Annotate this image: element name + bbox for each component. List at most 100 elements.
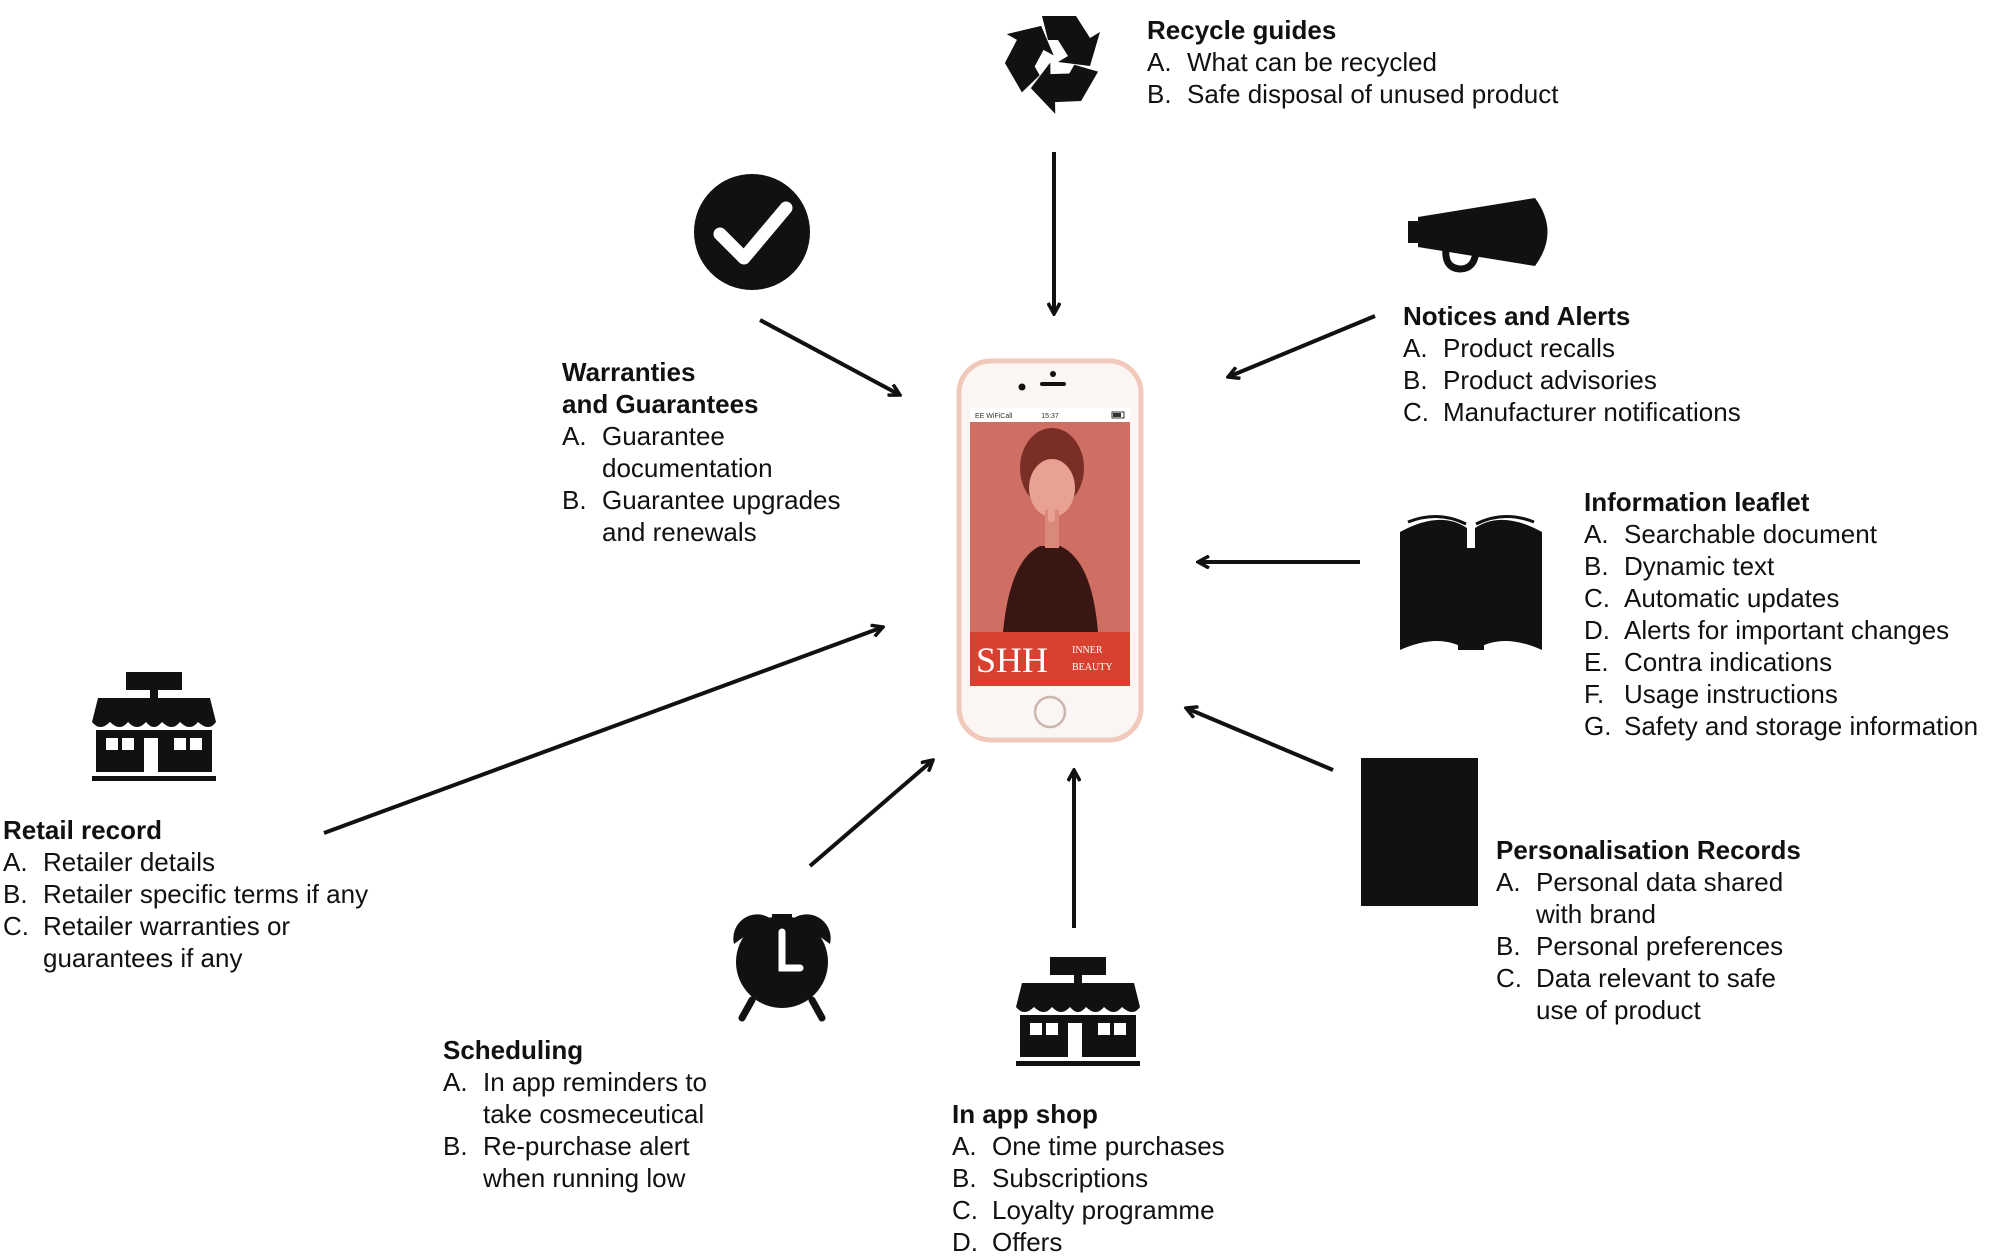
storefront-icon [1016, 957, 1140, 1066]
leaflet-title: Information leaflet [1584, 487, 1810, 517]
list-item: C.Manufacturer notifications [1403, 396, 1823, 428]
recycle-guides-block: Recycle guides A.What can be recycled B.… [1147, 14, 1667, 110]
item-letter: B. [1584, 551, 1609, 581]
personalisation-title: Personalisation Records [1496, 835, 1801, 865]
personalisation-list: A.Personal data shared with brand B.Pers… [1496, 866, 1826, 1026]
item-letter: B. [1403, 365, 1428, 395]
item-letter: A. [952, 1131, 977, 1161]
item-letter: B. [3, 879, 28, 909]
list-item: C.Automatic updates [1584, 582, 2004, 614]
item-text: Personal data shared with brand [1536, 867, 1784, 929]
list-item: A.Personal data shared with brand [1496, 866, 1826, 930]
list-item: B. Subscriptions [952, 1162, 1312, 1194]
item-letter: A. [443, 1067, 468, 1097]
item-letter: C. [1403, 397, 1429, 427]
item-letter: A. [3, 847, 28, 877]
leaflet-list: A. Searchable document B. Dynamic text C.A… [1584, 518, 2004, 742]
list-item: B.Personal preferences [1496, 930, 1826, 962]
item-letter: D. [952, 1227, 978, 1257]
list-item: A. Searchable document [1584, 518, 2004, 550]
item-text: Contra indications [1624, 647, 1833, 677]
item-letter: B. [562, 485, 587, 515]
warranties-list: A. Guarantee documentation B. Guarantee up… [562, 420, 892, 548]
scheduling-list: A. In app reminders to take cosmeceutical… [443, 1066, 763, 1194]
notices-block: Notices and Alerts A. Product recalls B. P… [1403, 300, 1823, 428]
item-letter: B. [1147, 79, 1172, 109]
list-item: A. One time purchases [952, 1130, 1312, 1162]
item-letter: A. [1584, 519, 1609, 549]
item-letter: A. [1403, 333, 1428, 363]
item-letter: D. [1584, 615, 1610, 645]
item-letter: G. [1584, 711, 1612, 741]
list-item: B. Safe disposal of unused product [1147, 78, 1667, 110]
arrow-warranties [759, 318, 900, 395]
list-item: C.Loyalty programme [952, 1194, 1312, 1226]
in-app-shop-block: In app shop A.One time purchases B.Subsc… [952, 1098, 1312, 1258]
item-text: Loyalty programme [992, 1195, 1215, 1225]
item-letter: C. [3, 911, 29, 941]
status-time: 15:37 [1041, 413, 1059, 420]
notices-title: Notices and Alerts [1403, 301, 1631, 331]
item-text: Dynamic text [1624, 551, 1775, 581]
item-text: Retailer warranties or guarantees if any [43, 911, 291, 973]
item-text: In app reminders to take cosmeceutical [483, 1067, 708, 1129]
list-item: A. Retailer details [3, 846, 403, 878]
list-item: C. Data relevant to safe use of product [1496, 962, 1826, 1026]
item-letter: A. [1147, 47, 1172, 77]
alarm-clock-icon [733, 914, 831, 1022]
recycle-icon [1004, 16, 1100, 114]
item-text: Guarantee upgrades and renewals [602, 485, 841, 547]
retail-record-title: Retail record [3, 815, 162, 845]
item-letter: E. [1584, 647, 1609, 677]
list-item: B. Dynamic text [1584, 550, 2004, 582]
list-item: B.Re-purchase alert when running low [443, 1130, 763, 1194]
item-text: Subscriptions [992, 1163, 1149, 1193]
item-letter: F. [1584, 679, 1605, 709]
status-bar [970, 408, 1130, 422]
recycle-guides-title: Recycle guides [1147, 15, 1337, 45]
list-item: A. In app reminders to take cosmeceutical [443, 1066, 763, 1130]
item-text: Re-purchase alert when running low [483, 1131, 690, 1193]
list-item: A. Product recalls [1403, 332, 1823, 364]
scheduling-block: Scheduling A. In app reminders to take co… [443, 1034, 763, 1194]
scheduling-title: Scheduling [443, 1035, 584, 1065]
item-letter: C. [1496, 963, 1522, 993]
warranties-title-line2: and Guarantees [562, 389, 759, 419]
warranties-title-line1: Warranties [562, 357, 696, 387]
status-carrier: EE WiFiCall [975, 413, 1013, 420]
list-item: E. Contra indications [1584, 646, 2004, 678]
brand-line2: BEAUTY [1072, 662, 1113, 673]
retail-record-block: Retail record A.Retailer details B.Retai… [3, 814, 403, 974]
item-text: Guarantee documentation [602, 421, 773, 483]
personalisation-block: Personalisation Records A.Personal data … [1496, 834, 1826, 1026]
item-text: Data relevant to safe use of product [1536, 963, 1776, 1025]
brand-banner [970, 632, 1130, 686]
brand-line1: INNER [1072, 645, 1103, 656]
item-text: Product recalls [1443, 333, 1615, 363]
list-item: A. Guarantee documentation [562, 420, 892, 484]
item-letter: B. [1496, 931, 1521, 961]
item-text: Safety and storage information [1624, 711, 1979, 741]
list-item: C. Retailer warranties or guarantees if a… [3, 910, 403, 974]
item-text: Searchable document [1624, 519, 1877, 549]
retail-record-list: A. Retailer details B.Retailer specific t… [3, 846, 403, 974]
item-letter: B. [952, 1163, 977, 1193]
item-text: Offers [992, 1227, 1063, 1257]
list-item: B. Product advisories [1403, 364, 1823, 396]
storefront-icon [92, 672, 216, 781]
item-letter: A. [562, 421, 587, 451]
item-text: One time purchases [992, 1131, 1225, 1161]
leaflet-block: Information leaflet A. Searchable documen… [1584, 486, 2004, 742]
item-text: Retailer details [43, 847, 215, 877]
black-square-icon [1361, 758, 1478, 906]
arrow-scheduling [808, 760, 933, 868]
list-item: D. Offers [952, 1226, 1312, 1258]
arrow-notices [1228, 314, 1376, 377]
item-text: Safe disposal of unused product [1187, 79, 1559, 109]
list-item: B.Retailer specific terms if any [3, 878, 403, 910]
checkmark-circle-icon [694, 174, 810, 290]
item-text: Product advisories [1443, 365, 1657, 395]
open-book-icon [1400, 515, 1542, 650]
